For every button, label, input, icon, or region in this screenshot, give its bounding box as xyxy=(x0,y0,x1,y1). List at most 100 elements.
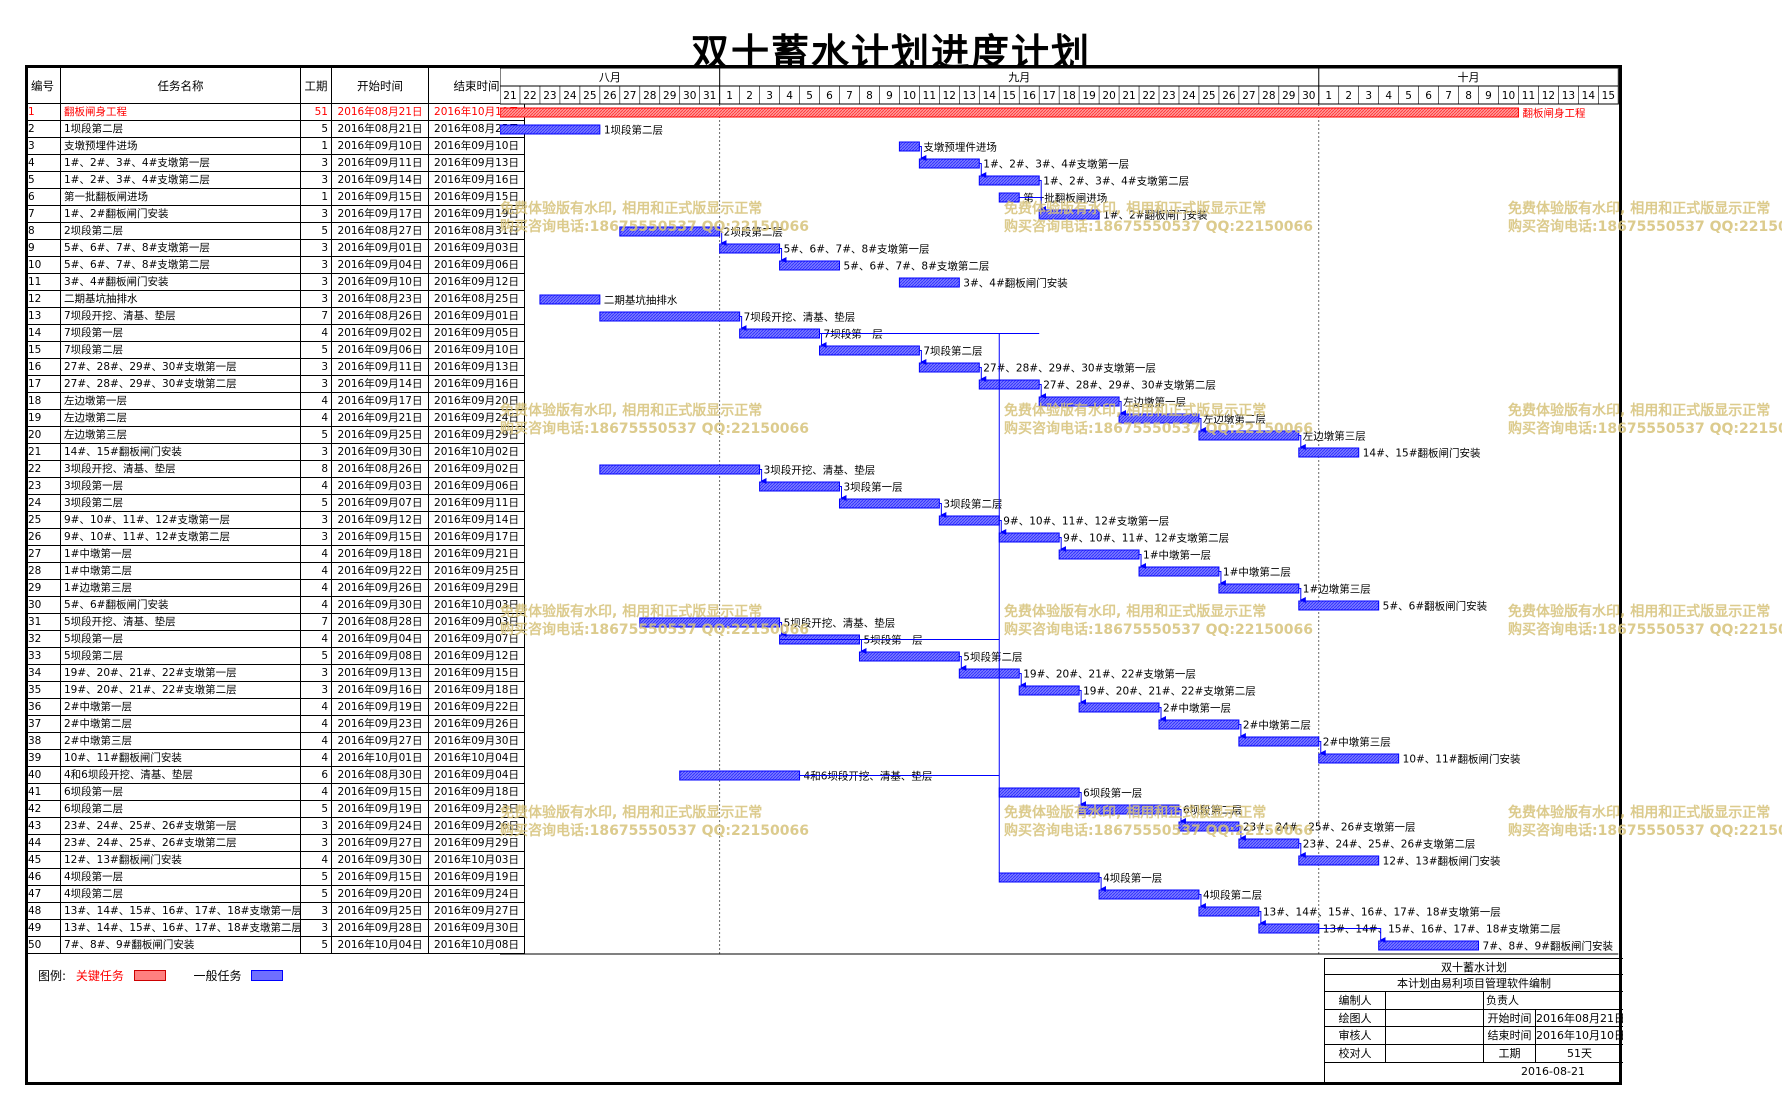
task-cell-start: 2016年08月26日 xyxy=(332,308,429,325)
task-cell-start: 2016年09月19日 xyxy=(332,699,429,716)
task-bar-label: 2#中墩第三层 xyxy=(1323,736,1391,749)
task-cell-start: 2016年09月15日 xyxy=(332,529,429,546)
task-cell-end: 2016年09月15日 xyxy=(429,189,525,206)
task-bar xyxy=(599,464,761,475)
task-cell-name: 3坝段第二层 xyxy=(61,495,301,512)
dependency-link xyxy=(1079,792,1087,807)
task-cell-name: 左边墩第三层 xyxy=(61,427,301,444)
task-cell-dur: 3 xyxy=(301,155,332,172)
task-cell-name: 支墩预埋件进场 xyxy=(61,138,301,155)
task-bar-label: 27#、28#、29#、30#支墩第二层 xyxy=(1043,379,1216,392)
day-label: 13 xyxy=(1562,90,1575,102)
task-cell-start: 2016年09月27日 xyxy=(332,835,429,852)
task-cell-dur: 4 xyxy=(301,325,332,342)
task-bar xyxy=(998,787,1080,798)
task-cell-id: 17 xyxy=(25,376,61,393)
task-bar xyxy=(1078,702,1160,713)
day-label: 14 xyxy=(1582,90,1596,102)
day-label: 21 xyxy=(1122,90,1135,102)
day-label: 9 xyxy=(1485,90,1492,102)
task-bar xyxy=(1218,583,1300,594)
task-bar-label: 9#、10#、11#、12#支墩第二层 xyxy=(1063,532,1229,545)
column-header-start: 开始时间 xyxy=(332,68,429,104)
task-bar-label: 6坝段第二层 xyxy=(1183,804,1242,817)
task-cell-start: 2016年09月25日 xyxy=(332,903,429,920)
task-cell-id: 26 xyxy=(25,529,61,546)
task-bar xyxy=(619,226,721,237)
task-cell-dur: 51 xyxy=(301,104,332,121)
task-bar xyxy=(1158,719,1240,730)
task-cell-end: 2016年10月03日 xyxy=(429,852,525,869)
task-cell-dur: 3 xyxy=(301,835,332,852)
watermark-text: 免费体验版有水印, 相用和正式版显示正常购买咨询电话:18675550537 Q… xyxy=(1004,201,1313,235)
dependency-link xyxy=(1139,554,1147,569)
task-bar-label: 5#、6#翻板闸门安装 xyxy=(1383,600,1488,613)
task-cell-dur: 5 xyxy=(301,342,332,359)
task-cell-end: 2016年09月07日 xyxy=(429,631,525,648)
watermark-text: 免费体验版有水印, 相用和正式版显示正常购买咨询电话:18675550537 Q… xyxy=(500,805,809,839)
task-cell-end: 2016年09月16日 xyxy=(429,172,525,189)
task-cell-name: 1坝段第二层 xyxy=(61,121,301,138)
dependency-link xyxy=(919,350,927,365)
task-cell-end: 2016年10月03日 xyxy=(429,597,525,614)
task-cell-start: 2016年09月03日 xyxy=(332,478,429,495)
task-bar-label: 4坝段第一层 xyxy=(1103,872,1162,885)
task-cell-start: 2016年09月14日 xyxy=(332,376,429,393)
task-cell-start: 2016年08月27日 xyxy=(332,223,429,240)
month-label: 十月 xyxy=(1458,70,1480,84)
day-label: 4 xyxy=(1385,90,1392,102)
task-cell-dur: 3 xyxy=(301,376,332,393)
task-cell-start: 2016年09月24日 xyxy=(332,818,429,835)
task-cell-dur: 5 xyxy=(301,121,332,138)
column-header-dur: 工期 xyxy=(301,68,332,104)
month-label: 九月 xyxy=(1008,71,1030,84)
task-bar-label: 13#、14#、15#、16#、17#、18#支墩第一层 xyxy=(1263,906,1501,919)
dependency-link xyxy=(1079,690,1087,705)
task-cell-end: 2016年10月08日 xyxy=(429,937,525,954)
day-label: 4 xyxy=(786,90,793,102)
month-label: 八月 xyxy=(599,71,621,84)
task-cell-dur: 5 xyxy=(301,223,332,240)
task-cell-id: 11 xyxy=(25,274,61,291)
task-cell-end: 2016年09月14日 xyxy=(429,512,525,529)
day-label: 6 xyxy=(826,90,833,102)
task-bar xyxy=(978,379,1040,390)
task-cell-dur: 4 xyxy=(301,580,332,597)
task-bar xyxy=(1118,413,1200,424)
task-cell-end: 2016年09月15日 xyxy=(429,665,525,682)
task-cell-end: 2016年09月13日 xyxy=(429,155,525,172)
task-cell-start: 2016年09月04日 xyxy=(332,631,429,648)
dependency-link xyxy=(1159,707,1167,722)
task-cell-dur: 1 xyxy=(301,138,332,155)
dependency-link xyxy=(1318,741,1326,756)
task-cell-id: 40 xyxy=(25,767,61,784)
task-bar-label: 13#、14#、15#、16#、17#、18#支墩第二层 xyxy=(1323,923,1561,936)
task-cell-id: 31 xyxy=(25,614,61,631)
task-cell-end: 2016年09月06日 xyxy=(429,257,525,274)
info-dur: 51天 xyxy=(1535,1045,1623,1062)
task-cell-end: 2016年10月02日 xyxy=(429,444,525,461)
task-cell-id: 2 xyxy=(25,121,61,138)
task-cell-start: 2016年08月23日 xyxy=(332,291,429,308)
legend-normal-label: 一般任务 xyxy=(193,969,242,983)
task-cell-end: 2016年10月04日 xyxy=(429,750,525,767)
dependency-link xyxy=(1238,826,1246,841)
task-cell-end: 2016年08月25日 xyxy=(429,291,525,308)
day-label: 27 xyxy=(1242,90,1255,102)
task-cell-dur: 3 xyxy=(301,274,332,291)
task-cell-name: 13#、14#、15#、16#、17#、18#支墩第一层 xyxy=(61,903,301,920)
task-cell-id: 5 xyxy=(25,172,61,189)
task-bar xyxy=(1238,736,1320,747)
task-bar xyxy=(779,260,840,271)
task-cell-start: 2016年09月18日 xyxy=(332,546,429,563)
task-cell-name: 1#中墩第二层 xyxy=(61,563,301,580)
day-label: 25 xyxy=(583,90,596,102)
task-cell-dur: 3 xyxy=(301,291,332,308)
task-cell-start: 2016年09月30日 xyxy=(332,444,429,461)
task-cell-end: 2016年09月24日 xyxy=(429,410,525,427)
task-bar xyxy=(1258,923,1320,934)
task-bar-label: 6坝段第一层 xyxy=(1083,787,1142,800)
day-label: 7 xyxy=(1445,90,1452,102)
task-cell-id: 18 xyxy=(25,393,61,410)
task-bar-label: 7坝段开挖、清基、垫层 xyxy=(744,311,856,324)
